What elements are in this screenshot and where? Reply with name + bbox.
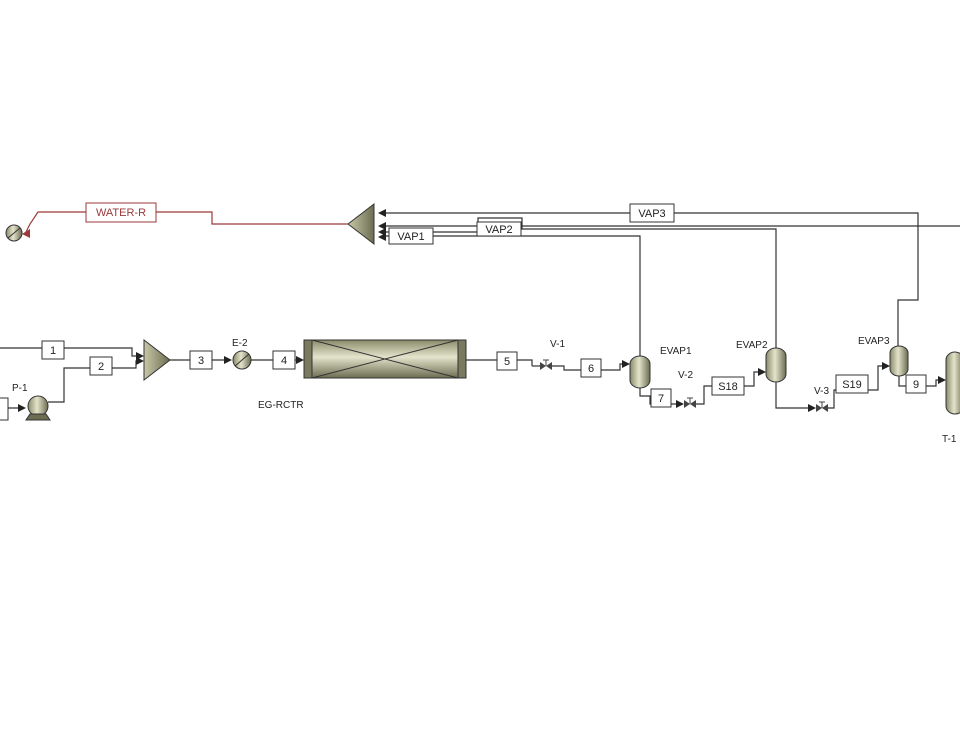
pump-p1-label: P-1	[12, 383, 28, 394]
svg-text:2: 2	[98, 361, 104, 373]
evap2-bottoms-line[interactable]	[775, 382, 816, 412]
stream-5-line[interactable]	[466, 359, 533, 366]
feed-mixer[interactable]	[143, 338, 171, 382]
stream-1-line[interactable]	[0, 347, 144, 360]
svg-text:S19: S19	[842, 379, 862, 391]
valve-v1-label: V-1	[550, 339, 565, 350]
stream-label-s19[interactable]: S19	[835, 374, 869, 394]
stream-label-s18[interactable]: S18	[711, 376, 745, 396]
svg-text:3: 3	[198, 355, 204, 367]
evaporator-evap1[interactable]	[629, 355, 651, 389]
evap1-label: EVAP1	[660, 346, 692, 357]
tower-t1-label: T-1	[942, 434, 957, 445]
recycle-cooler[interactable]	[5, 224, 23, 242]
tower-t1[interactable]	[945, 351, 960, 415]
evaporator-evap2[interactable]	[765, 347, 787, 383]
valve-v2-label: V-2	[678, 370, 693, 381]
stream-label-2[interactable]: 2	[89, 356, 113, 376]
evaporator-evap3[interactable]	[889, 345, 909, 377]
stream-label-6[interactable]: 6	[580, 358, 602, 378]
stream-vap3-line[interactable]	[378, 209, 919, 347]
pump-p1[interactable]	[25, 395, 51, 421]
svg-text:WATER-R: WATER-R	[96, 207, 146, 219]
stream-label-5[interactable]: 5	[496, 351, 518, 371]
valve-v1[interactable]	[540, 359, 552, 370]
stream-water-r-line[interactable]	[22, 211, 348, 238]
svg-text:7: 7	[658, 393, 664, 405]
valve-v3-label: V-3	[814, 386, 829, 397]
svg-text:9: 9	[913, 379, 919, 391]
svg-text:VAP1: VAP1	[397, 231, 424, 243]
stream-label-3[interactable]: 3	[189, 350, 213, 370]
stream-label-vap3[interactable]: VAP3	[629, 203, 675, 223]
feed-stream-box[interactable]	[0, 397, 9, 421]
svg-text:1: 1	[50, 345, 56, 357]
valve-v2[interactable]	[684, 397, 696, 408]
recycle-mixer[interactable]	[347, 202, 375, 246]
heater-e2[interactable]	[232, 350, 252, 370]
stream-vap1-line[interactable]	[378, 233, 641, 358]
stream-label-water-r[interactable]: WATER-R	[85, 202, 157, 223]
svg-text:5: 5	[504, 356, 510, 368]
stream-label-vap2[interactable]: VAP2	[476, 221, 522, 237]
stream-label-7[interactable]: 7	[650, 388, 672, 408]
reactor-eg-rctr[interactable]	[303, 339, 467, 379]
evap2-label: EVAP2	[736, 340, 768, 351]
stream-label-1[interactable]: 1	[41, 340, 65, 360]
reactor-label: EG-RCTR	[258, 400, 304, 411]
heater-e2-label: E-2	[232, 338, 248, 349]
stream-label-9[interactable]: 9	[905, 374, 927, 394]
svg-text:S18: S18	[718, 381, 738, 393]
evap3-label: EVAP3	[858, 336, 890, 347]
svg-text:4: 4	[281, 355, 287, 367]
valve-v3[interactable]	[816, 401, 828, 412]
stream-9-line[interactable]	[898, 376, 946, 387]
svg-text:VAP3: VAP3	[638, 208, 665, 220]
stream-label-vap1[interactable]: VAP1	[388, 227, 434, 245]
svg-text:6: 6	[588, 363, 594, 375]
stream-vap2-line[interactable]	[378, 217, 777, 350]
stream-label-4[interactable]: 4	[272, 350, 296, 370]
svg-text:VAP2: VAP2	[485, 224, 512, 236]
